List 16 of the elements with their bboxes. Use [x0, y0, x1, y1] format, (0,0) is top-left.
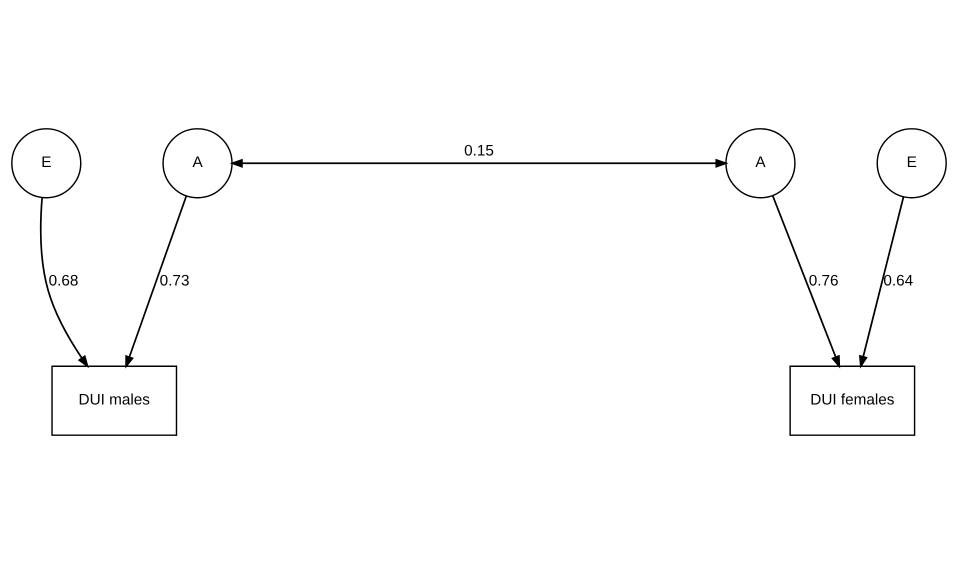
edge-label: 0.64 — [883, 272, 914, 290]
edge-label: 0.15 — [464, 142, 494, 160]
arrow — [230, 158, 728, 168]
edge-label: 0.76 — [808, 272, 839, 290]
edge-label: 0.68 — [48, 272, 78, 290]
node-box: DUI males — [51, 366, 178, 436]
edge-label: 0.73 — [160, 272, 190, 290]
arrow — [772, 195, 840, 369]
arrow — [40, 198, 89, 368]
node-circle: A — [725, 128, 796, 198]
arrow — [858, 196, 904, 369]
node-circle: E — [876, 128, 947, 198]
node-circle: E — [11, 128, 82, 198]
node-circle: A — [162, 128, 233, 198]
node-box: DUI females — [789, 366, 916, 436]
arrow — [125, 196, 188, 369]
